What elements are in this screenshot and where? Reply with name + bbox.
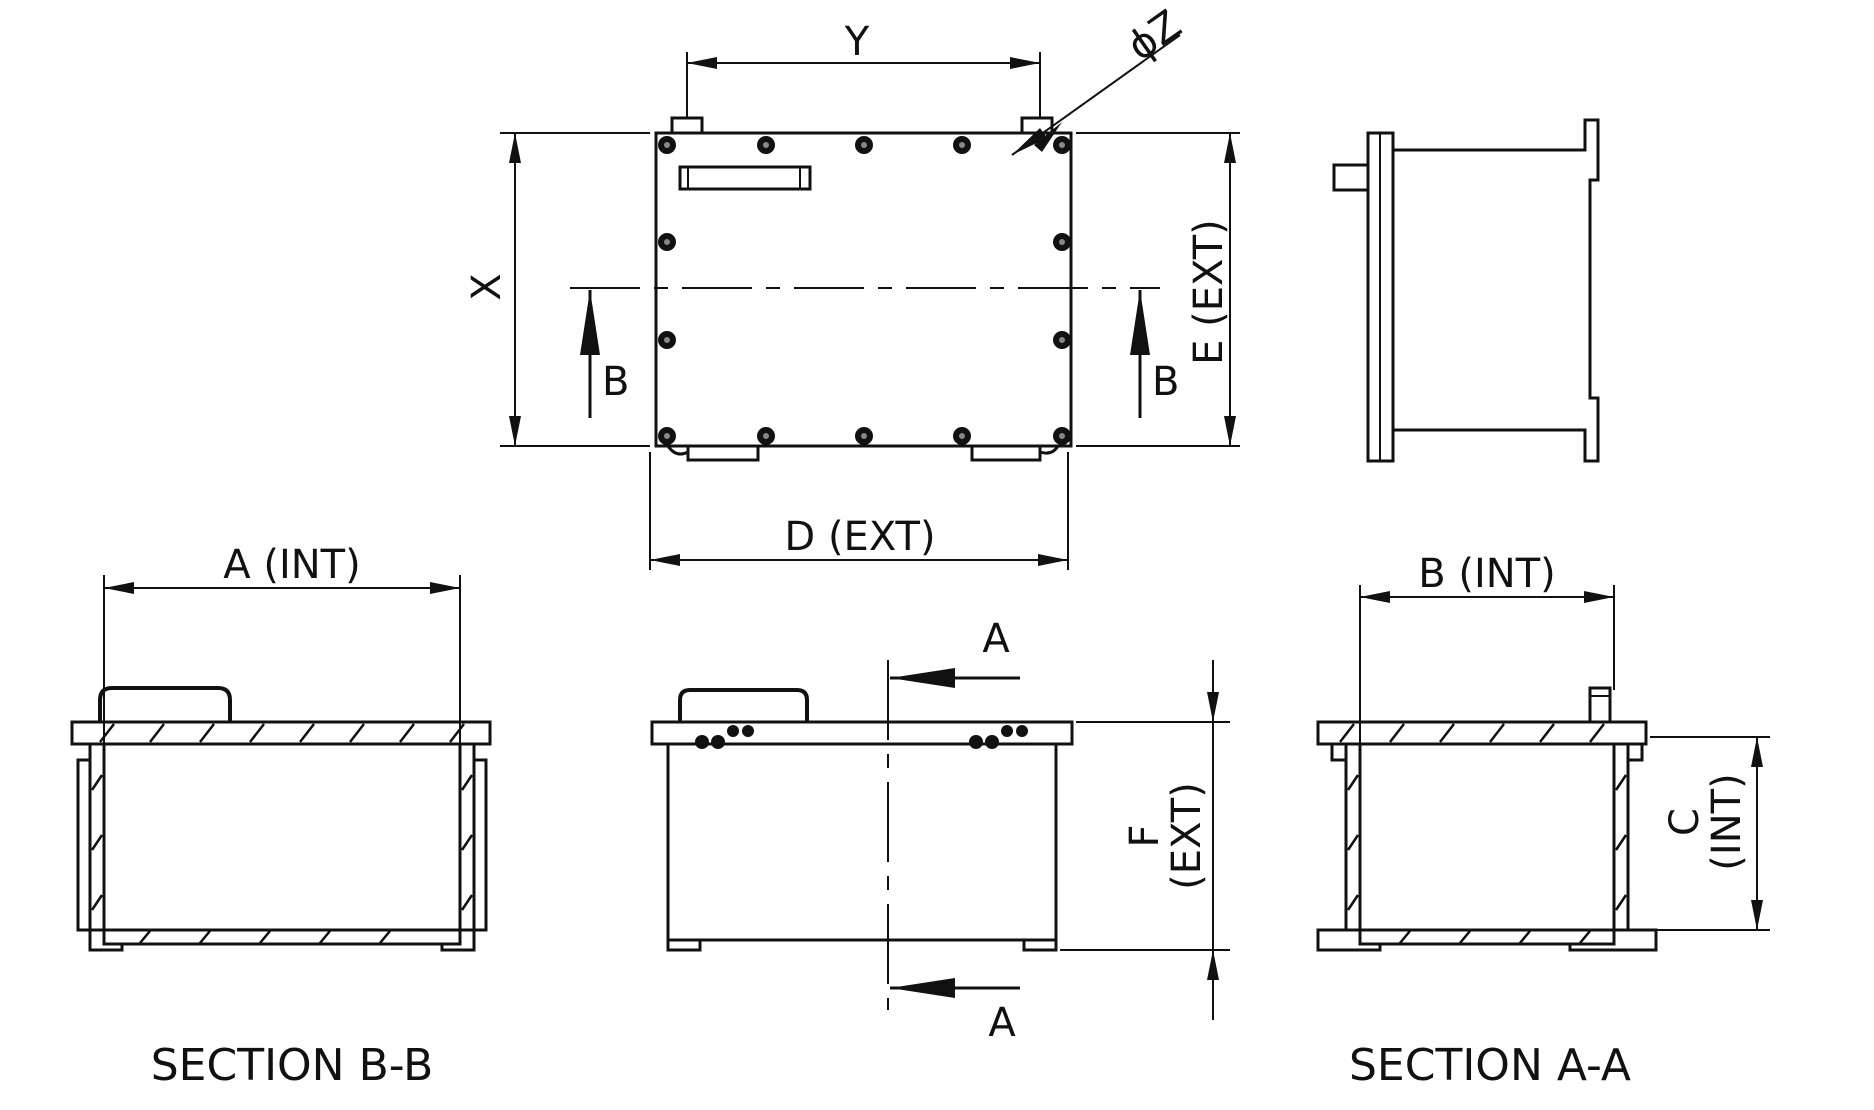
section-bb-hatching bbox=[90, 723, 474, 944]
plan-handle bbox=[678, 165, 812, 191]
dim-d-ext-label: D (EXT) bbox=[784, 514, 935, 560]
label-b-left: B bbox=[602, 359, 629, 405]
caption-section-bb: SECTION B-B bbox=[151, 1040, 434, 1091]
dim-f-ext-label: (EXT) bbox=[1164, 782, 1210, 890]
section-aa-post bbox=[1588, 686, 1612, 724]
dim-e-ext-label: E (EXT) bbox=[1186, 219, 1232, 365]
label-b-right: B bbox=[1152, 359, 1179, 405]
dim-b-int-label: B (INT) bbox=[1418, 551, 1556, 597]
section-bb: A (INT) SECTION B-B bbox=[70, 542, 492, 1091]
plan-view: B B Y ϕZ X E (EXT) D (EXT) bbox=[464, 2, 1240, 570]
front-latches bbox=[695, 725, 1028, 749]
caption-section-aa: SECTION A-A bbox=[1349, 1040, 1631, 1091]
label-a-bottom: A bbox=[988, 1000, 1016, 1046]
front-body bbox=[666, 742, 1058, 942]
section-bb-lid bbox=[70, 720, 492, 746]
section-aa-hatching bbox=[1339, 723, 1628, 944]
dim-f-label: F bbox=[1122, 824, 1168, 847]
front-view: A A F (EXT) bbox=[650, 616, 1230, 1046]
plan-outline bbox=[654, 131, 1073, 448]
dim-c-label: C bbox=[1662, 808, 1708, 836]
dim-c-int-label: (INT) bbox=[1704, 773, 1750, 870]
side-view bbox=[1332, 118, 1600, 463]
dim-a-int-label: A (INT) bbox=[223, 542, 360, 588]
section-aa: B (INT) C (INT) SECTION A-A bbox=[1316, 551, 1770, 1091]
plan-bolts bbox=[658, 136, 1071, 445]
dim-phi-z-label: ϕZ bbox=[1119, 2, 1189, 71]
label-a-top: A bbox=[982, 616, 1010, 662]
dim-x-label: X bbox=[464, 273, 510, 300]
dim-y-label: Y bbox=[844, 19, 870, 65]
side-handle bbox=[1332, 163, 1370, 192]
